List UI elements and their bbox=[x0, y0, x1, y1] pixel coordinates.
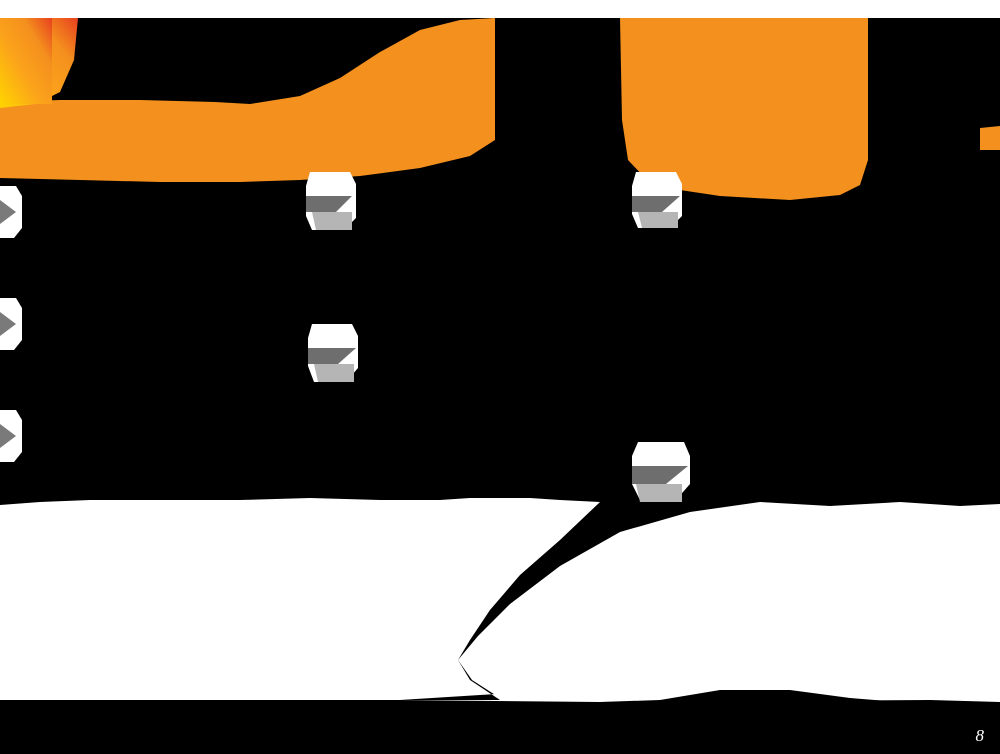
page-number: 8 bbox=[975, 726, 985, 745]
control-bar: ↑ ↓ ★ Favorites ★ Channels GUIDE Absolut… bbox=[0, 560, 1000, 700]
